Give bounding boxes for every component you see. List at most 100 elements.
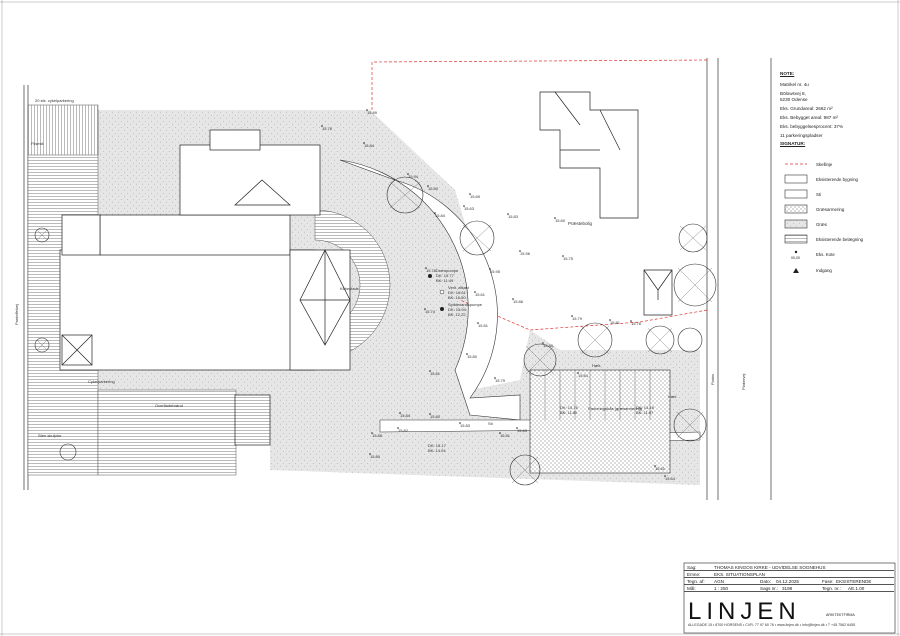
elevation-dot: [654, 465, 656, 467]
elevation-label: 15.81: [478, 323, 489, 328]
elevation-dot: [369, 453, 371, 455]
legend-item: Eksisterende belægning: [785, 236, 895, 246]
label-kirkeplads: Kirkeplads: [340, 286, 359, 291]
elevation-label: 15.80: [467, 354, 478, 359]
label-parkeringsbaas: Parkeringsbås (græsarmering): [588, 406, 643, 411]
elevation-label: 15.82: [398, 428, 409, 433]
elevation-label: 15.83: [460, 423, 471, 428]
elevation-label: 15.95: [490, 269, 501, 274]
elevation-dot: [429, 370, 431, 372]
elevation-dot: [427, 185, 429, 187]
elevation-label: 15.80: [428, 186, 439, 191]
elevation-dot: [463, 205, 465, 207]
elevation-label: 15.83: [508, 214, 519, 219]
elevation-label: 15.80: [370, 454, 381, 459]
notes-matrikel: Matrikel nr. 4u: [780, 81, 809, 87]
elevation-label: 15.81: [430, 371, 441, 376]
label-spildevand-dk: DK: 15.94: [448, 307, 467, 312]
fase-label: Fase:: [822, 578, 834, 584]
titleblock-footer: ALLEGADE 15 • 8700 HORSENS • CVR: 77 97 …: [688, 623, 856, 627]
label-overfladebrand: Overfladebrønd: [155, 403, 183, 408]
legend-item: Græsarmering: [785, 206, 895, 216]
elevation-dot: [434, 212, 436, 214]
elevation-dot: [512, 298, 514, 300]
elevation-dot: [664, 475, 666, 477]
title-block: Sag: THOMAS KINGOS KIRKE - UDVIDELSE SOG…: [684, 563, 894, 632]
elevation-dot: [474, 291, 476, 293]
legend-item: Sti: [785, 191, 895, 201]
elevation-dot: [499, 432, 501, 434]
elevation-label: 15.76: [322, 126, 333, 131]
label-sti: Sti: [488, 421, 493, 426]
tree: [678, 223, 708, 253]
elevation-label: 15.80: [543, 343, 554, 348]
right-road: [706, 58, 772, 500]
elevation-label: 15.79: [495, 378, 506, 383]
label-haek-2: Hæk: [668, 394, 676, 399]
tree: [386, 176, 424, 214]
label-broend-bk: BK: 14.04: [428, 448, 446, 453]
tree: [509, 454, 541, 486]
parking-area: [529, 369, 671, 474]
elevation-label: 15.61: [475, 292, 486, 297]
elevation-label: 15.76: [631, 321, 642, 326]
elevation-dot: [429, 413, 431, 415]
legend-swatches: [784, 163, 808, 273]
elevation-label: 15.94: [408, 174, 419, 179]
titleblock-frame: [683, 562, 896, 634]
elevation-label: 15.88: [372, 433, 383, 438]
label-broend-dk: DK: 15.17: [428, 443, 447, 448]
emne-value: EKS. SITUATIONSPLAN: [714, 571, 765, 577]
legend-item: Eksisterende bygning: [785, 176, 895, 186]
elevation-dot: [577, 372, 579, 374]
label-draenpumpe-dk: DK: 15.77: [436, 273, 455, 278]
elevation-dot: [466, 353, 468, 355]
elevation-dot: [459, 422, 461, 424]
label-cykelparkering-top: 20 stk. cykelparkering: [35, 98, 74, 103]
label-vej-right: Fløtov: [710, 374, 715, 385]
maal-label: Mål:: [687, 585, 696, 591]
label-dk-right: DK: 15.18: [636, 405, 655, 410]
elevation-dot: [321, 125, 323, 127]
dato-label: Dato:: [760, 578, 771, 584]
emne-label: Emne:: [687, 571, 701, 577]
linjen-logo: LINJEN: [688, 598, 801, 625]
elevation-label: 15.89: [367, 110, 378, 115]
elevation-dot: [477, 322, 479, 324]
tegnnr-label: Tegn. nr.:: [822, 585, 841, 591]
elevation-label: 15.78: [426, 268, 437, 273]
elevation-label: 15.75: [563, 256, 574, 261]
legend-label: Græs: [816, 222, 827, 227]
elevation-label: 15.63: [517, 428, 528, 433]
elevation-dot: [407, 173, 409, 175]
notes-grundareal: Eks. Grundareal: 2662 m²: [780, 105, 833, 111]
legend-item: Indgang: [785, 267, 895, 277]
legend-label: Eksisterende bygning: [816, 177, 858, 182]
sag-label: Sag:: [687, 564, 697, 570]
elevation-dot: [630, 320, 632, 322]
tree: [577, 322, 613, 358]
elevation-dot: [571, 315, 573, 317]
tree: [645, 325, 675, 355]
elevation-dot: [542, 342, 544, 344]
tree: [523, 343, 557, 377]
elevation-label: 15.64: [665, 476, 676, 481]
titleblock-row-maal: Mål: 1 : 250 Sags nr.: 3198 Tegn. nr.: A…: [684, 584, 894, 592]
parking-stalls: [544, 370, 651, 420]
trees: [34, 176, 717, 486]
elevation-dot: [494, 377, 496, 379]
elevation-label: 15.74: [425, 309, 436, 314]
sagsnr-label: Sags nr.:: [760, 585, 779, 591]
label-spildevand-bk: BK: 12.22: [448, 312, 466, 317]
label-draenpumpe-bk: BK: 11.49: [436, 278, 454, 283]
logo-subtitle: ARKITEKTFIRMA: [826, 613, 855, 617]
label-vent-bk: BK: 16.50: [448, 295, 466, 300]
tree: [673, 263, 717, 307]
elevation-label: 15.80: [430, 414, 441, 419]
tree: [677, 327, 703, 353]
legend-item: Eks. Kote 00,00: [785, 251, 895, 261]
elevation-dot: [609, 319, 611, 321]
legend-label: Skellinje: [816, 162, 833, 167]
legend-label: Eks. Kote: [816, 252, 835, 257]
